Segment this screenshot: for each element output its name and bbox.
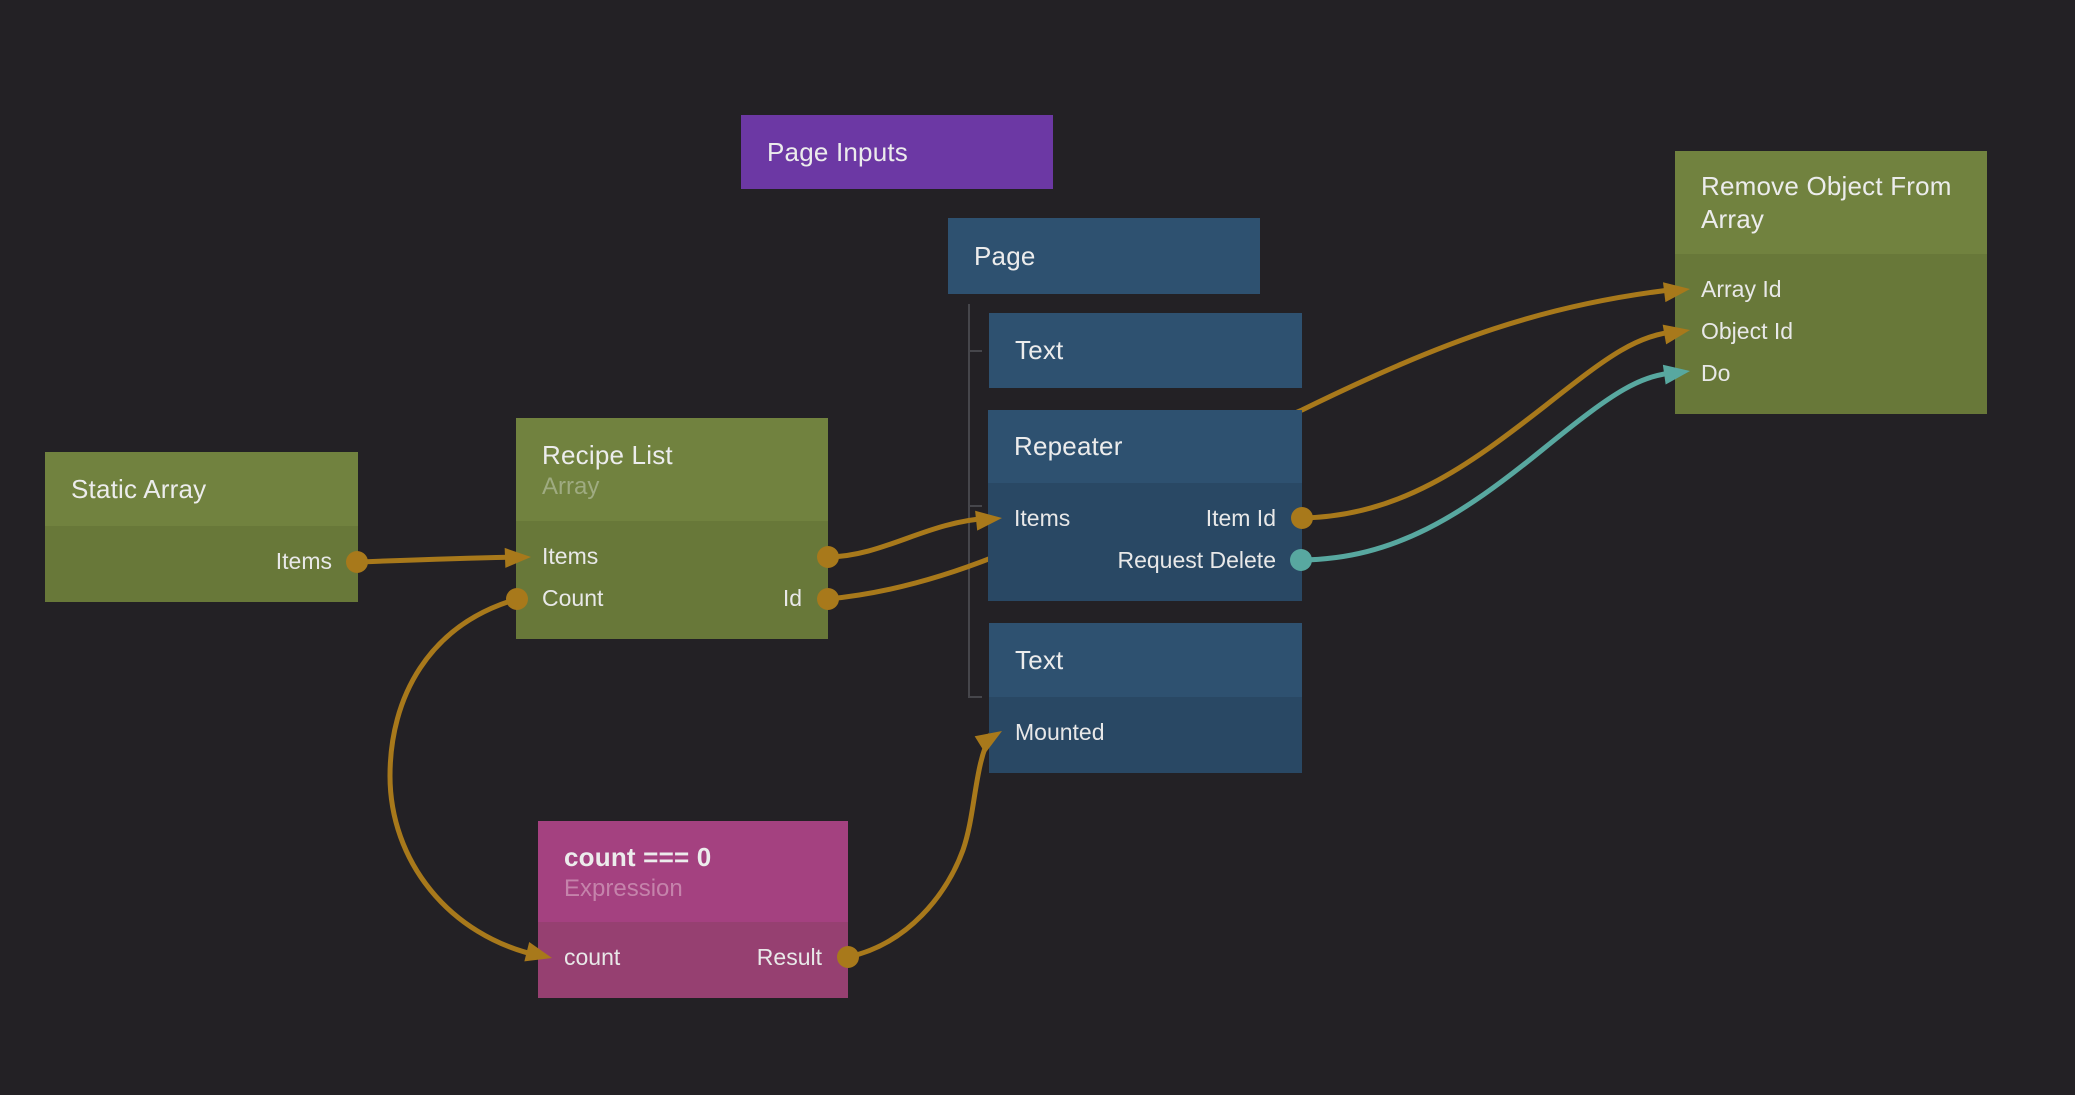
- port-mounted-input[interactable]: Mounted: [1015, 718, 1105, 745]
- port-request-delete-output[interactable]: Request Delete: [1117, 546, 1276, 573]
- port-count-output[interactable]: Count: [542, 584, 604, 611]
- node-page-inputs[interactable]: Page Inputs: [741, 115, 1053, 189]
- port-count-input[interactable]: count: [564, 943, 621, 970]
- wire-repeater-requestdelete-to-remove-do[interactable]: [1298, 369, 1681, 563]
- node-title: Text: [1015, 644, 1064, 675]
- node-title: Remove Object From Array: [1701, 170, 1952, 234]
- wire-recipe-count-to-expression-count[interactable]: [387, 596, 543, 959]
- node-title: Repeater: [1014, 431, 1123, 461]
- node-type-label: Array: [542, 472, 600, 500]
- node-title: Static Array: [71, 473, 207, 504]
- port-row[interactable]: Items: [45, 540, 358, 582]
- wire-repeater-itemid-to-remove-objectid[interactable]: [1299, 328, 1681, 521]
- node-page[interactable]: Page: [948, 218, 1260, 294]
- port-row[interactable]: Items: [516, 535, 828, 577]
- port-row[interactable]: Items Item Id: [988, 497, 1302, 539]
- wire-static-items-to-recipe-items[interactable]: [354, 554, 523, 565]
- port-object-id-input[interactable]: Object Id: [1701, 317, 1794, 344]
- port-array-id-input[interactable]: Array Id: [1701, 275, 1782, 302]
- port-items-inout[interactable]: Items: [542, 542, 599, 569]
- wire-expression-result-to-text-mounted[interactable]: [845, 731, 994, 960]
- port-row[interactable]: count Result: [538, 936, 848, 978]
- page-children-tree-line: [968, 304, 982, 698]
- port-row[interactable]: Mounted: [989, 711, 1302, 753]
- node-title: Page: [974, 240, 1036, 271]
- node-title: Page Inputs: [767, 136, 908, 167]
- wire-recipe-items-to-repeater-items[interactable]: [825, 515, 993, 560]
- node-text-2[interactable]: Text Mounted: [989, 623, 1302, 773]
- port-row[interactable]: Count Id: [516, 577, 828, 619]
- port-result-output[interactable]: Result: [756, 943, 822, 970]
- node-text-1[interactable]: Text: [989, 313, 1302, 388]
- port-row[interactable]: Do: [1675, 352, 1987, 394]
- node-static-array[interactable]: Static Array Items: [45, 452, 358, 602]
- node-title: Recipe List: [542, 439, 673, 470]
- node-recipe-list[interactable]: Recipe List Array Items Count Id: [516, 418, 828, 639]
- port-items-input[interactable]: Items: [1014, 504, 1071, 531]
- node-repeater[interactable]: Repeater Items Item Id Request Delete: [988, 410, 1302, 601]
- node-title: count === 0: [564, 841, 712, 872]
- port-do-input[interactable]: Do: [1701, 359, 1731, 386]
- port-row[interactable]: Request Delete: [988, 539, 1302, 581]
- port-row[interactable]: Array Id: [1675, 268, 1987, 310]
- port-row[interactable]: Object Id: [1675, 310, 1987, 352]
- node-type-label: Expression: [564, 874, 683, 902]
- port-id-output[interactable]: Id: [782, 584, 802, 611]
- node-expression[interactable]: count === 0 Expression count Result: [538, 821, 848, 998]
- port-item-id-output[interactable]: Item Id: [1205, 504, 1276, 531]
- node-remove-object-from-array[interactable]: Remove Object From Array Array Id Object…: [1675, 151, 1987, 414]
- port-items-output[interactable]: Items: [275, 547, 332, 574]
- node-title: Text: [1015, 335, 1064, 365]
